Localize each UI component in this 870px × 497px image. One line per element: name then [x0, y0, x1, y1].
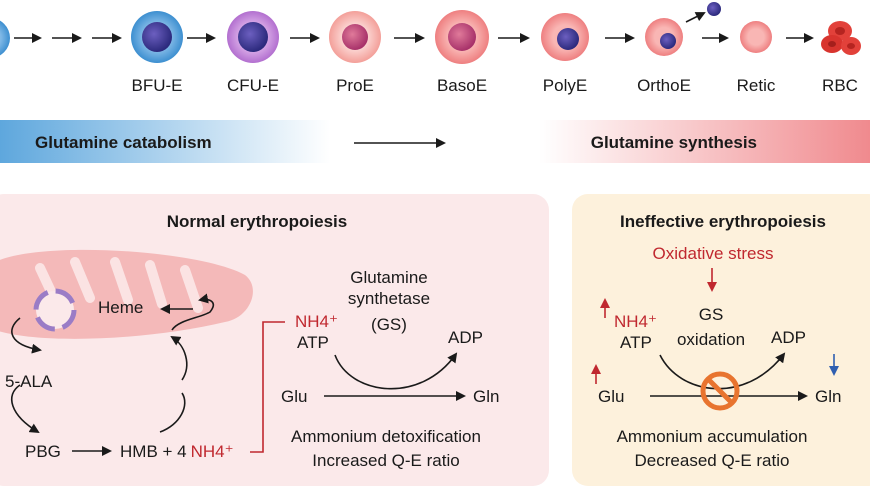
- normal-erythropoiesis-panel: Normal erythropoiesis Heme 5-ALA PBG HMB…: [0, 194, 549, 486]
- rbc-cluster-icon: [821, 21, 861, 55]
- stage-label: PolyE: [543, 76, 587, 95]
- synthesis-label: Glutamine synthesis: [591, 133, 757, 152]
- nh4-link-bracket: [250, 321, 285, 453]
- panel-title: Ineffective erythropoiesis: [620, 212, 826, 231]
- glu-label: Glu: [281, 387, 307, 406]
- caption: Increased Q-E ratio: [312, 451, 459, 470]
- nh4-label: NH4⁺: [295, 312, 338, 331]
- heme-label: Heme: [98, 298, 143, 317]
- catabolism-label: Glutamine catabolism: [35, 133, 212, 152]
- ala-label: 5-ALA: [5, 372, 53, 391]
- basoe-cell-icon: [435, 10, 489, 64]
- adp-label: ADP: [771, 328, 806, 347]
- enzyme-label: Glutamine: [350, 268, 427, 287]
- differentiation-row: BFU-E CFU-E ProE BasoE PolyE OrthoE Reti…: [0, 2, 861, 95]
- caption: Ammonium accumulation: [617, 427, 808, 446]
- stage-arrows: [14, 12, 814, 43]
- glutamine-gradient-bar: Glutamine catabolism Glutamine synthesis: [0, 120, 870, 163]
- gln-label: Gln: [473, 387, 499, 406]
- stage-label: BasoE: [437, 76, 487, 95]
- pbg-label: PBG: [25, 442, 61, 461]
- panel-title: Normal erythropoiesis: [167, 212, 347, 231]
- enzyme-label: synthetase: [348, 289, 430, 308]
- gs-reaction-arrows: [324, 352, 466, 401]
- nh4-hmb-label: NH4⁺: [191, 442, 234, 461]
- stage-label: RBC: [822, 76, 858, 95]
- glu-label: Glu: [598, 387, 624, 406]
- oxidative-stress-label: Oxidative stress: [653, 244, 774, 263]
- stage-label: BFU-E: [132, 76, 183, 95]
- stage-label: CFU-E: [227, 76, 279, 95]
- cycle-icon: [33, 288, 77, 332]
- mitochondrion-icon: [0, 249, 253, 339]
- hmb-text: HMB + 4: [120, 442, 187, 461]
- stage-label: ProE: [336, 76, 374, 95]
- gs-label: GS: [699, 305, 724, 324]
- caption: Ammonium detoxification: [291, 427, 481, 446]
- stage-label: OrthoE: [637, 76, 691, 95]
- atp-label: ATP: [297, 333, 329, 352]
- stage-label: Retic: [737, 76, 776, 95]
- ineffective-erythropoiesis-panel: Ineffective erythropoiesis Oxidative str…: [572, 194, 870, 486]
- gs-label: oxidation: [677, 330, 745, 349]
- retic-cell-icon: [740, 21, 772, 53]
- atp-label: ATP: [620, 333, 652, 352]
- extruded-nucleus-icon: [707, 2, 721, 16]
- enzyme-label: (GS): [371, 315, 407, 334]
- nh4-label: NH4⁺: [614, 312, 657, 331]
- orthoe-cell-icon: [645, 18, 683, 56]
- adp-label: ADP: [448, 328, 483, 347]
- gln-label: Gln: [815, 387, 841, 406]
- hsc-cell-partial-icon: [0, 20, 10, 56]
- no-entry-icon: [700, 371, 740, 411]
- caption: Decreased Q-E ratio: [635, 451, 790, 470]
- cfu-e-cell-icon: [227, 11, 279, 63]
- heme-pathway-arrows: [10, 293, 215, 456]
- bfu-e-cell-icon: [131, 11, 183, 63]
- stage-labels: BFU-E CFU-E ProE BasoE PolyE OrthoE Reti…: [132, 76, 858, 95]
- polye-cell-icon: [541, 13, 589, 61]
- proe-cell-icon: [329, 11, 381, 63]
